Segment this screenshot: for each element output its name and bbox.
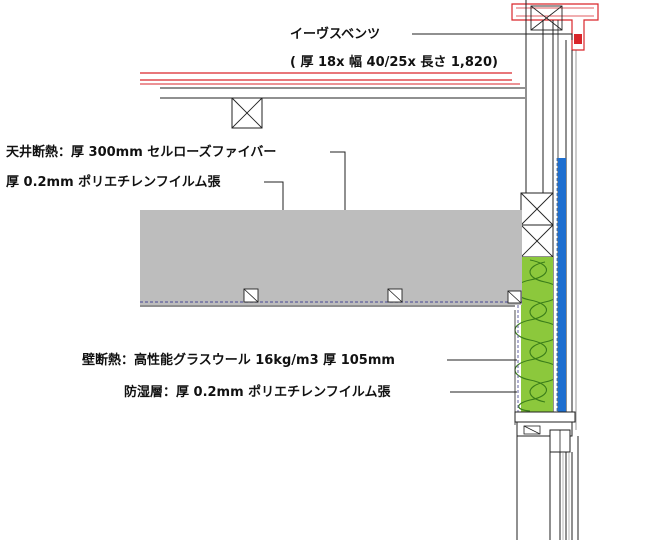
label-eaves-vent: イーヴスベンツ bbox=[290, 26, 380, 42]
roof-lines bbox=[140, 72, 520, 85]
air-barrier-strip bbox=[558, 158, 566, 423]
label-eaves-vent-spec: ( 厚 18x 幅 40/25x 長さ 1,820) bbox=[290, 54, 498, 70]
wall-assembly bbox=[514, 0, 579, 540]
eaves-vent-cap bbox=[511, 3, 599, 51]
ceiling-joist-boxes bbox=[243, 288, 522, 304]
leader-lines bbox=[264, 33, 573, 393]
label-ceiling-vapor-barrier: 厚 0.2mm ポリエチレンフイルム張 bbox=[6, 174, 222, 190]
label-ceiling-insulation: 天井断熱：厚 300mm セルローズファイバー bbox=[6, 144, 276, 160]
ceiling-beam bbox=[160, 87, 525, 99]
label-wall-vapor-barrier: 防湿層：厚 0.2mm ポリエチレンフイルム張 bbox=[124, 384, 392, 400]
ceiling-joist-box-upper bbox=[231, 97, 263, 129]
ceiling-insulation bbox=[140, 210, 522, 305]
label-wall-insulation: 壁断熱：高性能グラスウール 16kg/m3 厚 105mm bbox=[82, 352, 395, 368]
